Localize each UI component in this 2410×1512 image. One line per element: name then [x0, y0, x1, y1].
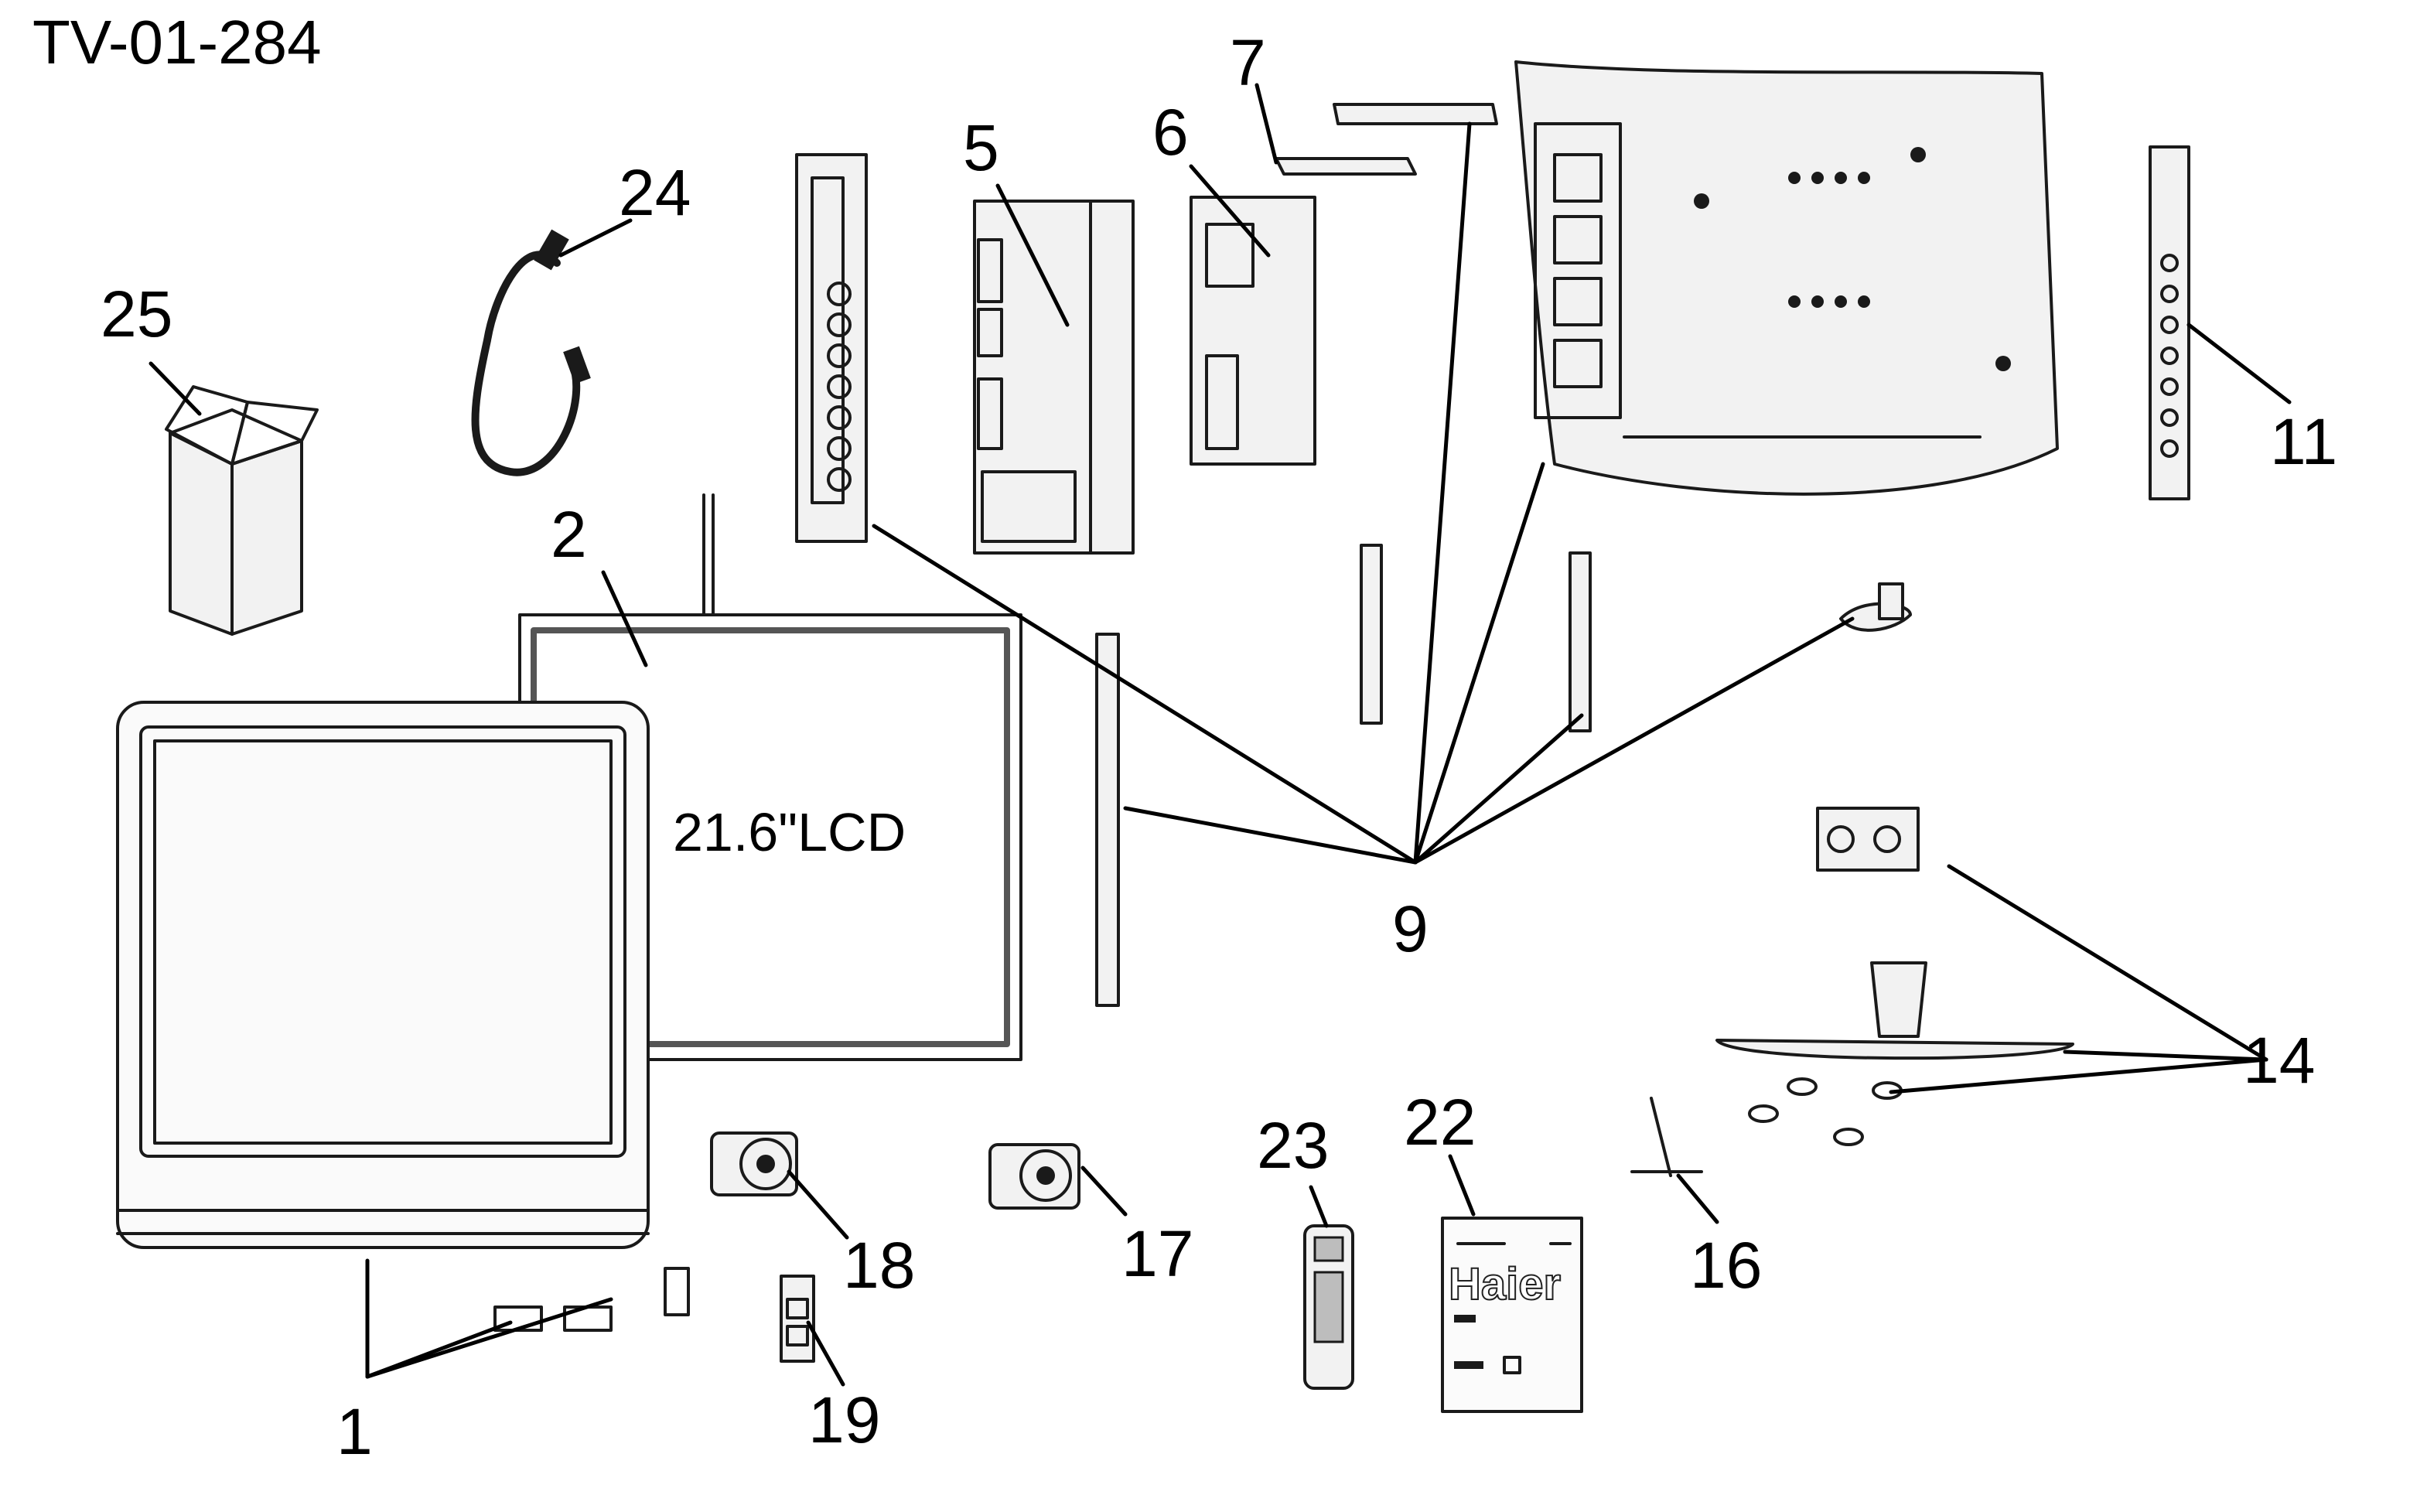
part-1-front-bezel	[116, 701, 690, 1332]
part-5-main-board	[973, 200, 1135, 555]
part-rear-cover	[1514, 60, 2059, 496]
part-22-manual	[1441, 1217, 1583, 1413]
part-19-small-board	[780, 1275, 815, 1363]
callout-5: 5	[963, 111, 999, 184]
callout-25: 25	[101, 278, 172, 350]
lcd-size-label: 21.6"LCD	[673, 802, 906, 862]
callout-23: 23	[1257, 1109, 1329, 1182]
brand-label: Haier	[1449, 1259, 1561, 1309]
callout-19: 19	[808, 1384, 880, 1456]
part-25-box	[165, 385, 319, 636]
part-6-power-board	[1190, 196, 1316, 466]
part-17-speaker	[988, 1143, 1080, 1210]
part-18-speaker	[710, 1131, 798, 1196]
callout-1: 1	[336, 1395, 373, 1468]
callout-24: 24	[619, 156, 691, 229]
callout-2: 2	[551, 498, 587, 571]
callout-9: 9	[1392, 893, 1429, 965]
part-23-remote	[1303, 1224, 1354, 1390]
callout-17: 17	[1121, 1217, 1193, 1290]
part-14-stand	[1715, 807, 2074, 1146]
part-11-side-av-board	[2149, 145, 2190, 500]
callout-7: 7	[1230, 26, 1266, 99]
part-7-key-board	[1275, 103, 1498, 176]
part-9-brackets	[1095, 544, 1912, 1007]
callout-11: 11	[2270, 405, 2337, 478]
callout-16: 16	[1690, 1229, 1762, 1302]
callout-18: 18	[843, 1229, 915, 1302]
part-24-power-cord	[471, 229, 591, 476]
diagram-title: TV-01-284	[32, 8, 322, 77]
callout-22: 22	[1404, 1086, 1476, 1159]
callout-6: 6	[1152, 96, 1189, 169]
part-io-board	[795, 153, 868, 543]
part-16-screw	[1630, 1097, 1703, 1177]
